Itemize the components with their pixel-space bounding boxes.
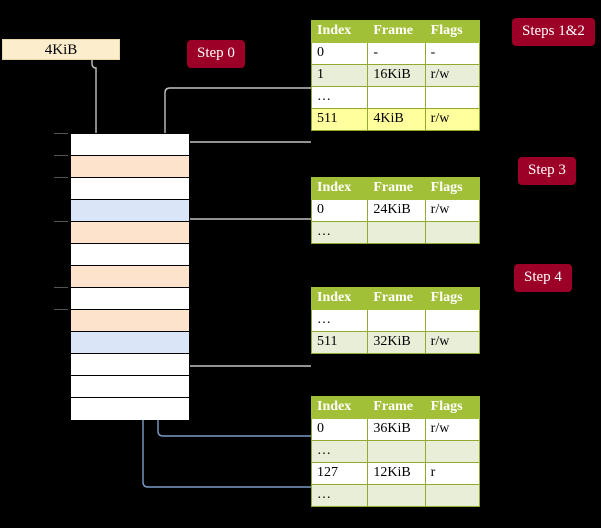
cell-index: 511 [310,331,369,354]
cell-frame [367,309,426,332]
table-row: … [310,484,481,507]
memory-tick-4 [54,287,68,288]
memory-tick-5 [54,309,68,310]
table-row: 0-- [310,42,481,65]
cell-frame: 4KiB [367,108,426,131]
cell-frame [367,484,426,507]
memory-row-3 [71,200,189,222]
column-header-index: Index [310,287,369,310]
cell-frame [367,86,426,109]
table3-row511-to-mem-row8 [176,322,311,367]
cell-flags: r/w [424,108,481,131]
badge-steps-1and2: Steps 1&2 [513,19,594,45]
cell-index: 0 [310,42,369,65]
cell-frame: 32KiB [367,331,426,354]
memory-column [70,133,190,420]
memory-tick-3 [54,221,68,222]
cell-index: 0 [310,199,369,222]
table-row: … [310,221,481,244]
column-header-frame: Frame [367,177,426,200]
cell-flags [424,221,481,244]
memory-tick-0 [54,133,68,134]
cell-flags [424,86,481,109]
column-header-flags: Flags [424,396,481,419]
cell-index: 0 [310,418,369,441]
cell-frame: 16KiB [367,64,426,87]
cell-flags: r/w [424,64,481,87]
badge-step-4: Step 4 [515,265,571,291]
cell-frame [367,440,426,463]
cell-frame: 24KiB [367,199,426,222]
table2-row0-to-mem-row6 [176,218,311,309]
cell-flags [424,484,481,507]
cell-flags: r/w [424,418,481,441]
column-header-flags: Flags [424,287,481,310]
memory-row-1 [71,156,189,178]
memory-tick-2 [54,177,68,178]
source-box-label: 4KiB [44,42,78,58]
memory-row-2 [71,178,189,200]
table-row: … [310,86,481,109]
cell-flags [424,440,481,463]
table-row: … [310,440,481,463]
column-header-frame: Frame [367,287,426,310]
column-header-frame: Frame [367,396,426,419]
memory-row-9 [71,332,189,354]
memory-row-10 [71,354,189,376]
cell-flags [424,309,481,332]
memory-row-8 [71,310,189,332]
column-header-flags: Flags [424,177,481,200]
cell-frame: 36KiB [367,418,426,441]
column-header-index: Index [310,20,369,43]
cell-index: … [310,440,369,463]
memory-tick-1 [54,155,68,156]
cell-index: 1 [310,64,369,87]
column-header-index: Index [310,396,369,419]
cell-index: 511 [310,108,369,131]
column-header-frame: Frame [367,20,426,43]
cell-frame: - [367,42,426,65]
memory-row-11 [71,376,189,398]
table1-row511-to-mem-row4 [176,141,311,265]
memory-row-4 [71,222,189,244]
memory-row-7 [71,288,189,310]
cell-flags: r/w [424,331,481,354]
source-box-4kib: 4KiB [2,39,120,60]
cell-frame: 12KiB [367,462,426,485]
cell-index: … [310,309,369,332]
memory-row-5 [71,244,189,266]
cell-flags: - [424,42,481,65]
cell-flags: r/w [424,199,481,222]
badge-step-3: Step 3 [519,158,575,184]
column-header-index: Index [310,177,369,200]
column-header-flags: Flags [424,20,481,43]
memory-row-0 [71,134,189,156]
memory-row-6 [71,266,189,288]
badge-step-0: Step 0 [188,41,244,67]
cell-index: … [310,484,369,507]
cell-flags: r [424,462,481,485]
cell-frame [367,221,426,244]
memory-row-12 [71,398,189,420]
cell-index: 127 [310,462,369,485]
cell-index: … [310,86,369,109]
table-row: … [310,309,481,332]
cell-index: … [310,221,369,244]
